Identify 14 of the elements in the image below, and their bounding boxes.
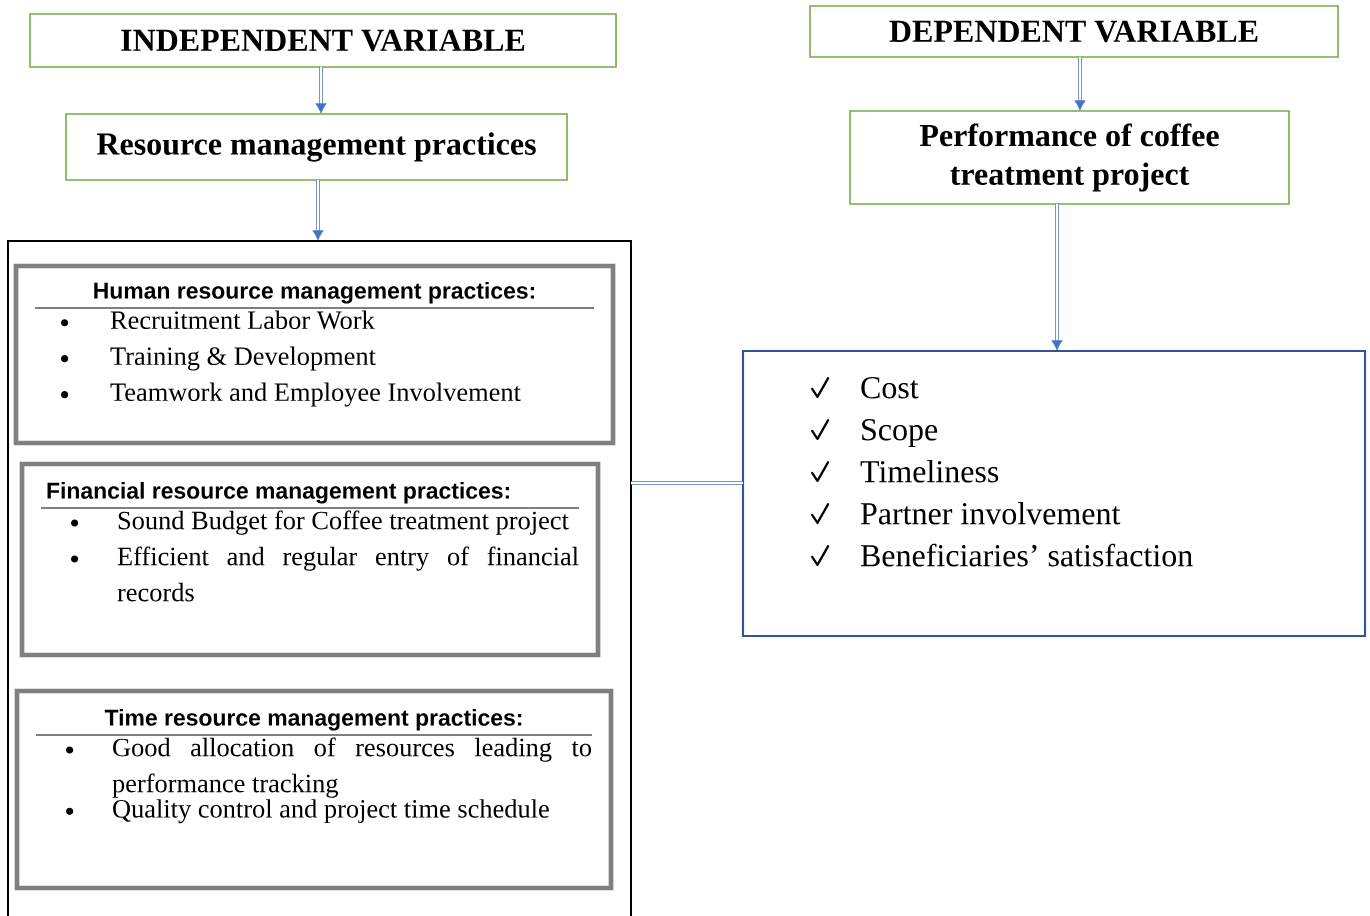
frame-box xyxy=(7,240,632,916)
list-box: Financial resource management practices: Sound Budget for Coffee treatment project Efficient and regular entry of financial records xyxy=(19,461,601,658)
arrow xyxy=(1051,204,1063,351)
list-box: Time resource management practices: Good allocation of resources leading to performance tracking Quality control and project time schedule xyxy=(14,688,614,891)
title-box: Performance of coffee treatment project xyxy=(849,110,1290,205)
title-box: Resource management practices xyxy=(65,113,568,181)
title-box: DEPENDENT VARIABLE xyxy=(809,5,1339,58)
arrow xyxy=(315,67,327,114)
checklist-box: Cost Scope Timeliness Partner involvement Beneficiaries’ satisfaction xyxy=(741,349,1367,638)
arrow xyxy=(312,180,324,241)
title-box: INDEPENDENT VARIABLE xyxy=(29,13,617,68)
connector-line xyxy=(631,481,743,485)
arrow xyxy=(1074,57,1086,111)
list-box: Human resource management practices: Recruitment Labor Work Training & Development Teamwork and Employee Involvement xyxy=(13,263,616,446)
